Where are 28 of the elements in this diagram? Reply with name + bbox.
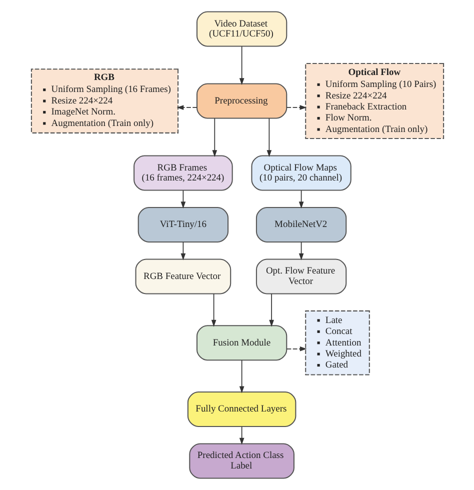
node-box: Preprocessing xyxy=(196,83,287,119)
node-box: ViT-Tiny/16 xyxy=(137,206,228,242)
arrow xyxy=(176,105,197,110)
arrow xyxy=(238,426,244,445)
node-box: RGB Feature Vector xyxy=(134,258,231,294)
arrow xyxy=(180,242,186,260)
arrow xyxy=(238,360,244,394)
node-box: RGB Frames (16 frames, 224×224) xyxy=(133,155,232,191)
node-box: MobileNetV2 xyxy=(255,206,346,242)
arrow xyxy=(210,293,216,327)
arrow xyxy=(212,118,217,158)
arrow xyxy=(286,346,306,352)
node-box: Optical Flow Uniform Sampling (10 Pairs) Resize 224×224 Franeback Extraction Flow Norm. Augmentation (Train only) xyxy=(304,63,444,140)
node-box: Video Dataset (UCF11/UCF50) xyxy=(196,11,287,47)
arrow xyxy=(180,190,186,209)
node-box: Predicted Action Class Label xyxy=(188,443,294,479)
node-box: Fusion Module xyxy=(196,325,287,361)
node-box: Late Concat Attention Weighted Gated xyxy=(304,310,370,376)
arrow xyxy=(266,118,272,158)
arrow xyxy=(298,190,304,209)
arrow xyxy=(238,46,244,86)
node-box: Fully Connected Layers xyxy=(186,391,296,427)
node-box: Optical Flow Maps (10 pairs, 20 channel) xyxy=(250,155,351,191)
node-box: Opt. Flow Feature Vector xyxy=(255,258,346,294)
arrow xyxy=(286,105,306,110)
arrow xyxy=(268,293,274,327)
node-box: RGB Uniform Sampling (16 Frames) Resize 224×224 ImageNet Norm. Augmentation (Train only) xyxy=(30,68,178,134)
arrow xyxy=(298,242,304,260)
